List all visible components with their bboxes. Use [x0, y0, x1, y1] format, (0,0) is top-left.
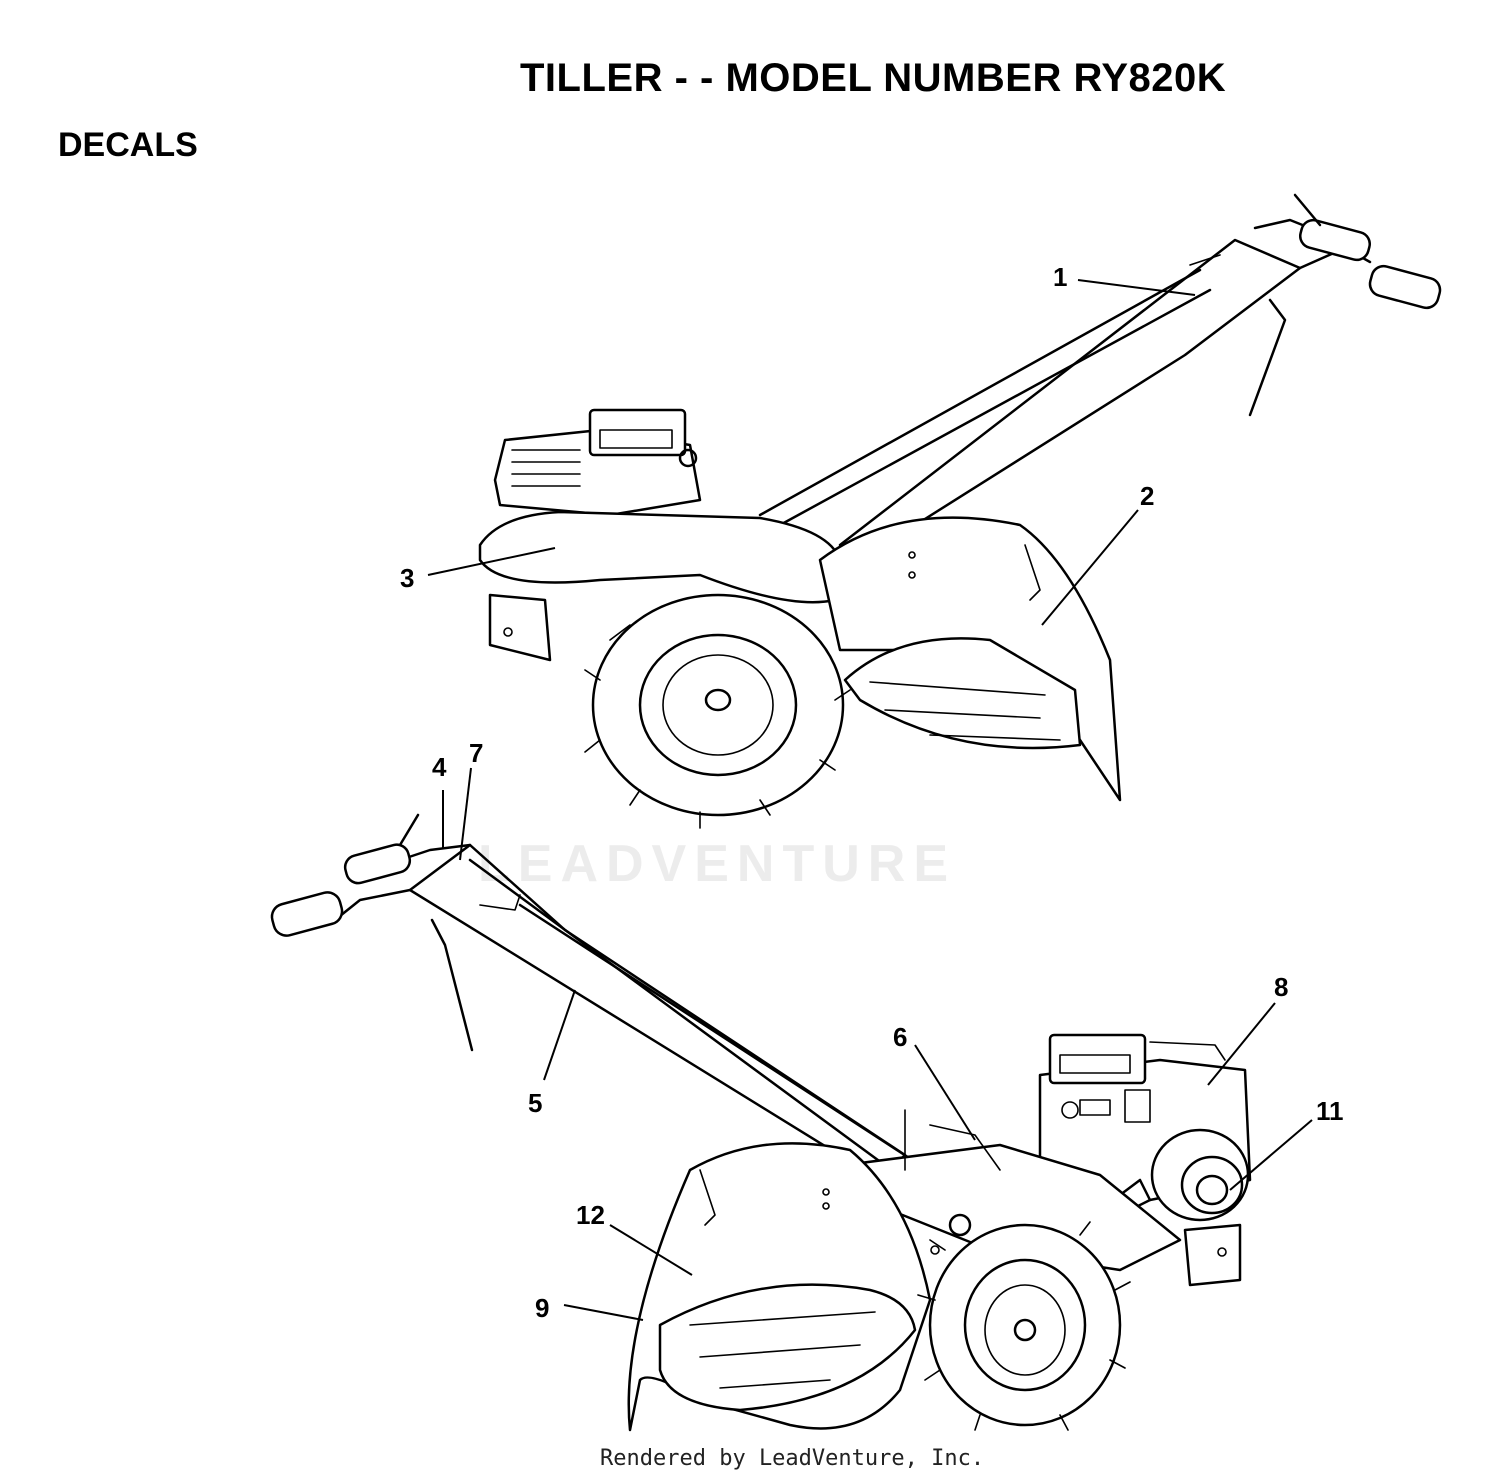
tiller-bottom-view: [270, 813, 1252, 1432]
section-heading: DECALS: [58, 126, 198, 164]
callout-1: 1: [1053, 262, 1068, 292]
callout-12: 12: [576, 1200, 605, 1230]
tiller-top-view: [478, 193, 1442, 829]
watermark: LEADVENTURE: [478, 835, 957, 893]
callout-11: 11: [1316, 1096, 1344, 1126]
callout-7: 7: [469, 738, 484, 768]
callout-2: 2: [1140, 481, 1155, 511]
callout-6: 6: [893, 1022, 908, 1052]
callout-4: 4: [432, 752, 447, 782]
callout-5: 5: [528, 1088, 543, 1118]
footer-credit: Rendered by LeadVenture, Inc.: [600, 1446, 985, 1471]
page-title: TILLER - - MODEL NUMBER RY820K: [520, 56, 1227, 100]
leader-lines: [427, 279, 1313, 1321]
callout-8: 8: [1274, 972, 1289, 1002]
callout-3: 3: [400, 563, 415, 593]
callout-9: 9: [535, 1293, 550, 1323]
